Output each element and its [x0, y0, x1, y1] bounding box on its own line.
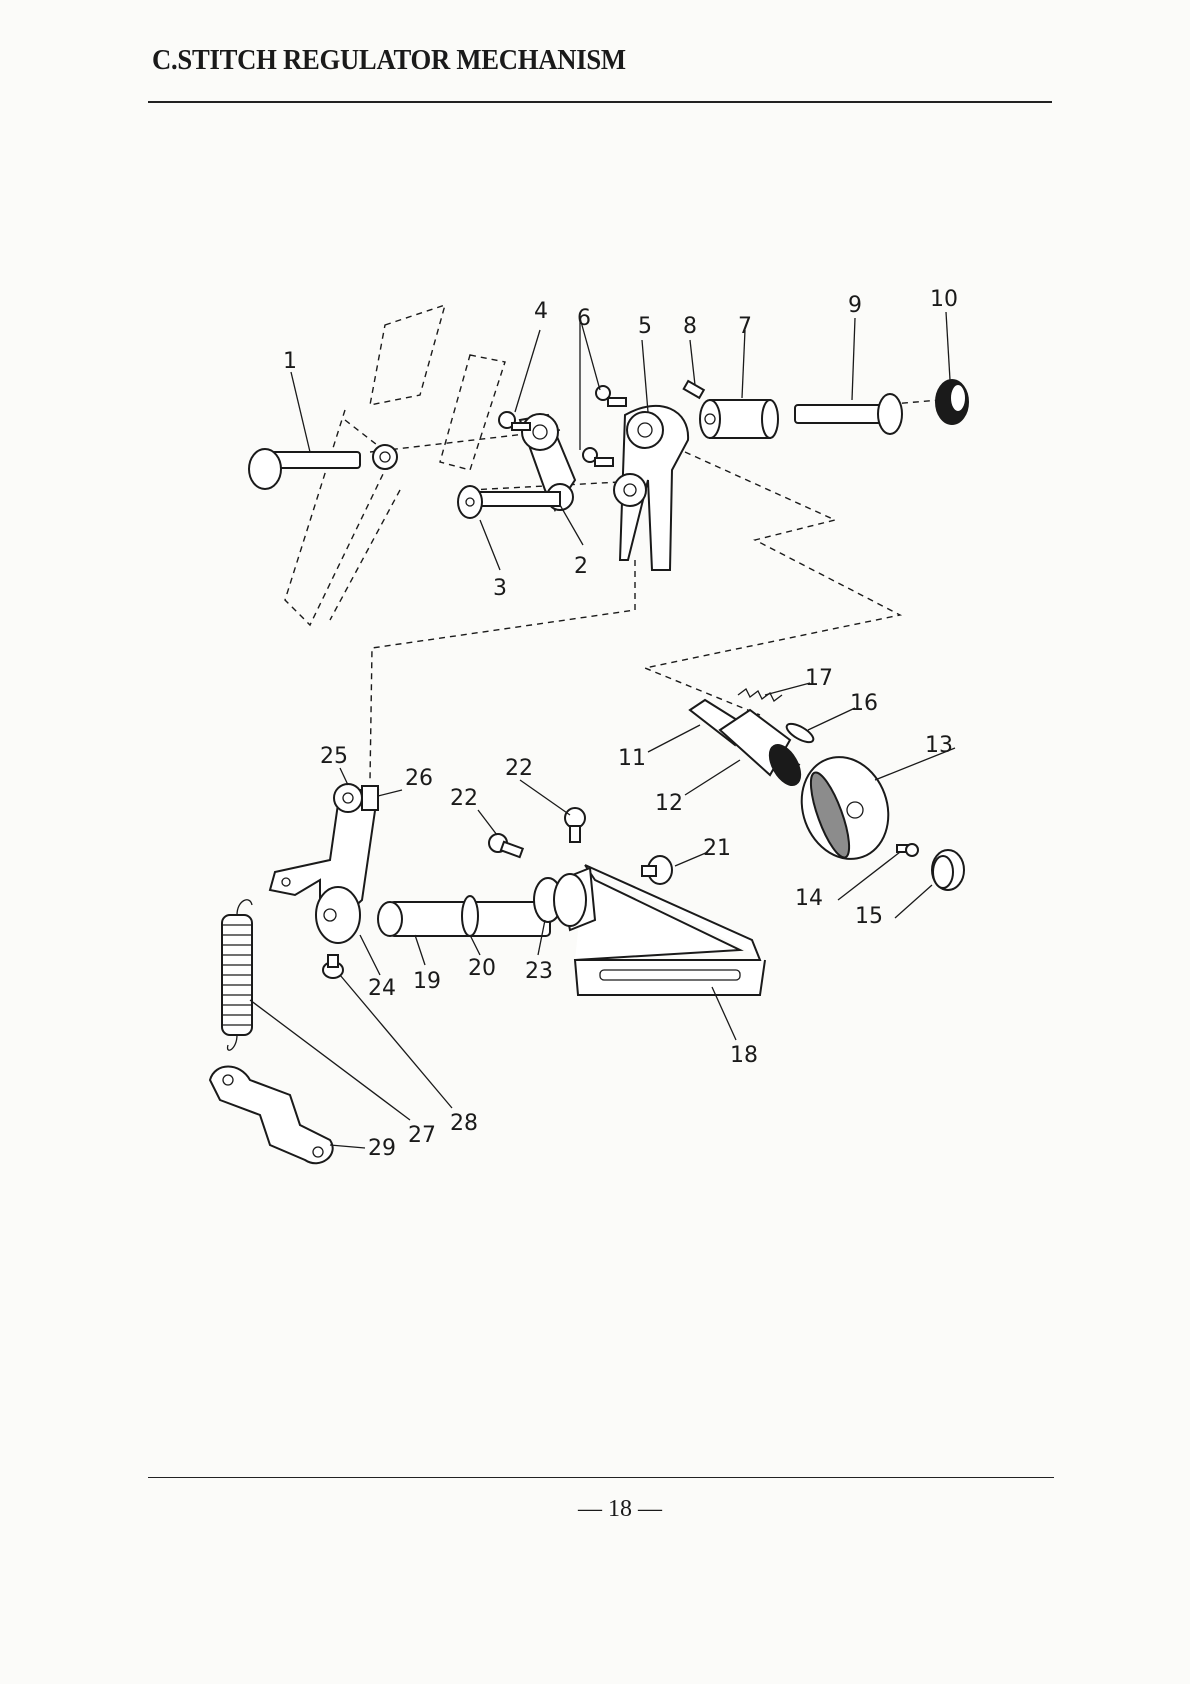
label-part-16: 16: [850, 691, 878, 716]
part-26-pin: [362, 786, 378, 810]
label-part-25: 25: [320, 744, 348, 769]
label-part-8: 8: [683, 314, 697, 339]
part-10-cap: [936, 380, 968, 424]
label-part-7: 7: [738, 314, 752, 339]
part-28-screw: [323, 955, 343, 978]
label-part-22-a: 22: [450, 786, 478, 811]
label-part-27: 27: [408, 1123, 436, 1148]
part-7-bushing: [700, 400, 778, 438]
part-12-regulator-body: [720, 710, 806, 790]
part-9-shaft: [795, 394, 902, 434]
page-number: — 18 —: [560, 1496, 680, 1523]
label-part-18: 18: [730, 1043, 758, 1068]
part-1-hinge-pin: [249, 445, 397, 489]
label-part-28: 28: [450, 1111, 478, 1136]
label-part-19: 19: [413, 969, 441, 994]
leader-lines: [250, 312, 955, 1148]
label-part-22-b: 22: [505, 756, 533, 781]
label-part-17: 17: [805, 666, 833, 691]
label-part-6: 6: [577, 306, 591, 331]
part-feed-crank: [554, 868, 595, 930]
label-part-3: 3: [493, 576, 507, 601]
label-part-4: 4: [534, 299, 548, 324]
label-part-2: 2: [574, 554, 588, 579]
part-20-ring: [462, 896, 478, 936]
label-part-14: 14: [795, 886, 823, 911]
label-part-10: 10: [930, 287, 958, 312]
part-22-screw-a: [489, 834, 523, 857]
label-part-15: 15: [855, 904, 883, 929]
part-14-screw: [897, 844, 918, 856]
part-6-screws: [583, 386, 626, 466]
label-part-1: 1: [283, 349, 297, 374]
part-21-screw: [642, 856, 672, 884]
part-18-feed-lever: [575, 865, 765, 995]
label-part-5: 5: [638, 314, 652, 339]
part-17-spring: [738, 689, 782, 701]
label-part-12: 12: [655, 791, 683, 816]
part-8-set-screw: [684, 381, 704, 398]
part-27-spring: [222, 900, 252, 1050]
label-part-13: 13: [925, 733, 953, 758]
part-13-stitch-dial: [788, 745, 903, 871]
label-part-29: 29: [368, 1136, 396, 1161]
label-part-23: 23: [525, 959, 553, 984]
label-part-21: 21: [703, 836, 731, 861]
label-part-9: 9: [848, 293, 862, 318]
label-part-11: 11: [618, 746, 646, 771]
label-part-24: 24: [368, 976, 396, 1001]
part-15-knob-cap: [932, 850, 964, 890]
part-29-bracket: [210, 1067, 333, 1164]
footer-rule: [148, 1477, 1054, 1478]
label-part-20: 20: [468, 956, 496, 981]
label-part-26: 26: [405, 766, 433, 791]
part-5-lever: [614, 406, 688, 570]
